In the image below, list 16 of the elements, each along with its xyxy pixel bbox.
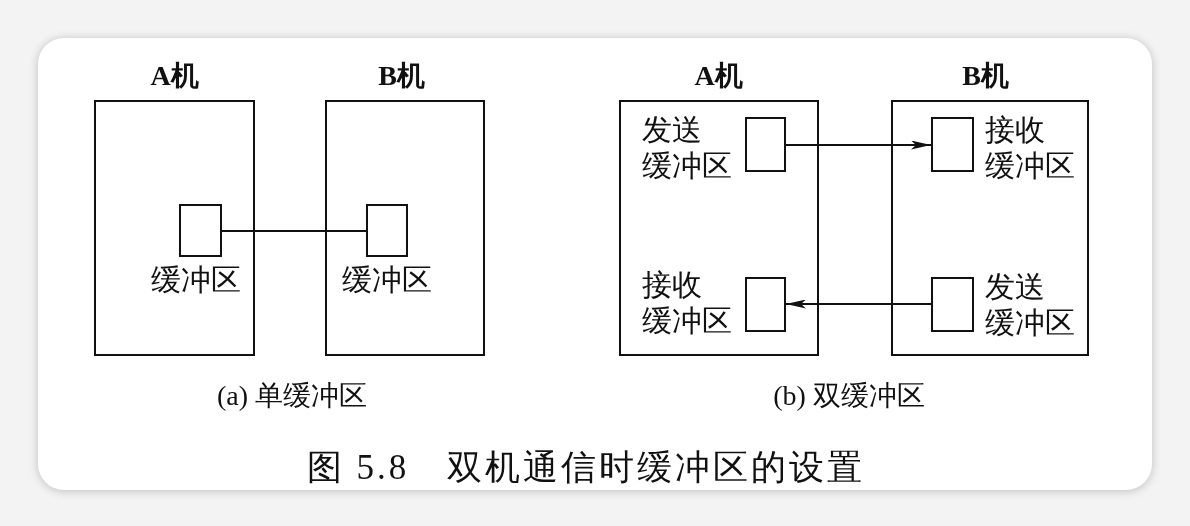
buffer-label: 缓冲区: [151, 265, 241, 295]
arrow: [785, 299, 932, 309]
machine-label: B机: [378, 61, 425, 90]
subfigure-caption: (b) 双缓冲区: [773, 382, 925, 410]
buffer-label: 发送缓冲区: [985, 269, 1076, 341]
figure-caption: 图 5.8 双机通信时缓冲区的设置: [306, 449, 866, 485]
buffer-label: 接收缓冲区: [985, 112, 1076, 184]
buffer-label: 接收缓冲区: [642, 267, 733, 339]
arrow: [785, 140, 932, 150]
machine-label: B机: [962, 61, 1009, 90]
subfigure-caption: (a) 单缓冲区: [216, 382, 368, 410]
buffer-label: 缓冲区: [342, 265, 432, 295]
machine-label: A机: [694, 61, 743, 90]
connector-line: [221, 230, 367, 232]
buffer-label: 发送缓冲区: [642, 112, 733, 184]
machine-label: A机: [150, 61, 199, 90]
